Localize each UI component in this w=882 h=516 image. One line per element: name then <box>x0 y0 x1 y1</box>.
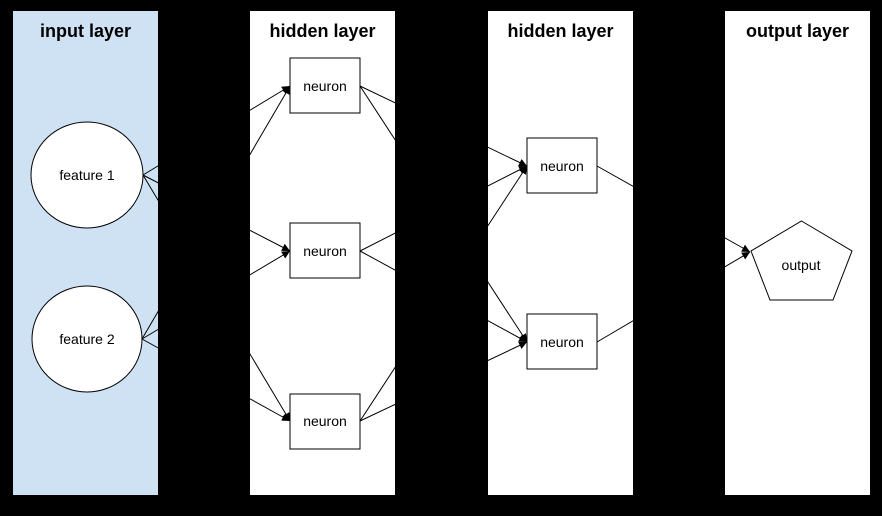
hidden1-neuron-3-node <box>289 393 361 450</box>
edge-h2n2-output <box>596 251 751 343</box>
edge-feature2-h1n2 <box>141 250 291 340</box>
feature-2-label: feature 2 <box>59 331 114 347</box>
output-node <box>750 220 853 301</box>
hidden2-neuron-1-label: neuron <box>540 158 584 174</box>
edge-h1n3-h2n1 <box>359 165 528 422</box>
edge-feature1-h1n2 <box>142 174 291 252</box>
edge-feature2-h1n1 <box>141 85 291 340</box>
edge-h1n1-h2n2 <box>359 85 528 343</box>
edge-feature1-h1n3 <box>142 174 291 422</box>
input-layer-panel <box>13 11 158 495</box>
hidden2-neuron-2-node <box>526 313 598 370</box>
node-labels: feature 1 feature 2 neuron neuron neuron… <box>59 78 820 429</box>
edge-h1n2-h2n1 <box>359 165 528 252</box>
hidden1-neuron-2-label: neuron <box>303 243 347 259</box>
hidden-layer-2-title: hidden layer <box>507 21 613 41</box>
hidden1-neuron-1-node <box>289 57 361 114</box>
hidden2-neuron-1-node <box>526 137 598 194</box>
hidden-layer-1-title: hidden layer <box>269 21 375 41</box>
hidden1-neuron-2-node <box>289 222 361 279</box>
hidden2-neuron-2-label: neuron <box>540 334 584 350</box>
edge-h2n1-output <box>596 165 751 253</box>
layer-titles: input layer hidden layer hidden layer ou… <box>40 21 849 41</box>
input-layer-title: input layer <box>40 21 131 41</box>
output-layer-title: output layer <box>746 21 849 41</box>
edge-h1n2-h2n2 <box>359 250 528 343</box>
hidden1-neuron-3-label: neuron <box>303 413 347 429</box>
feature-1-label: feature 1 <box>59 167 114 183</box>
edge-feature2-h1n3 <box>141 338 291 422</box>
edge-feature1-h1n1 <box>142 85 291 176</box>
edge-h1n3-h2n2 <box>359 341 528 422</box>
hidden-layer-2-panel <box>488 11 633 495</box>
nodes <box>30 57 853 450</box>
output-label: output <box>782 257 821 273</box>
feature-2-node <box>31 285 143 393</box>
hidden1-neuron-1-label: neuron <box>303 78 347 94</box>
edge-h1n1-h2n1 <box>359 85 528 167</box>
feature-1-node <box>30 121 144 229</box>
connection-lines <box>141 85 751 422</box>
